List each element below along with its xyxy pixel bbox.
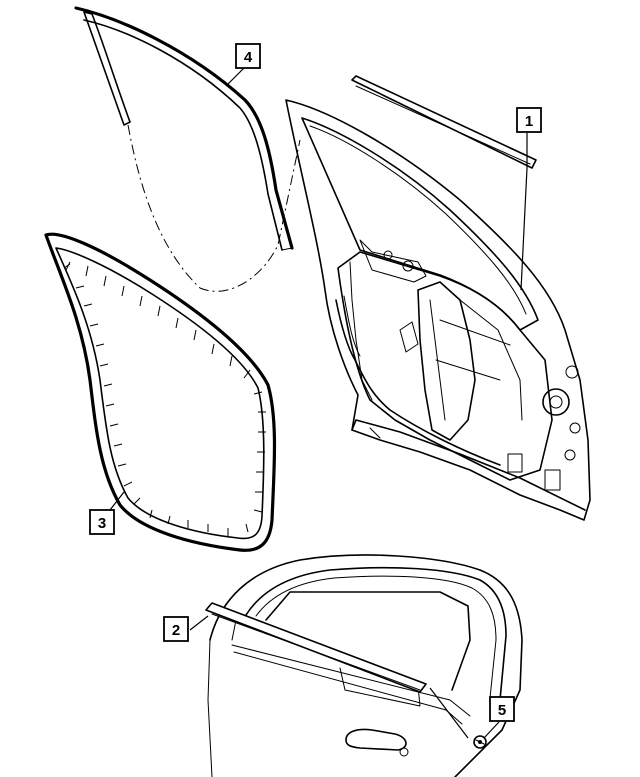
seal-clip-tick (103, 275, 107, 287)
door-shell (285, 99, 591, 521)
callout-4: 4 (235, 43, 261, 69)
seal-clip-tick (105, 403, 115, 407)
seal-clip-tick (89, 323, 99, 327)
door-window-opening (301, 117, 539, 331)
callout-3-label: 3 (98, 515, 106, 532)
part-5-clip (473, 735, 487, 749)
callout-1-label: 1 (525, 113, 533, 130)
seal-clips (63, 261, 266, 536)
seal-clip-tick (103, 383, 113, 387)
door-window-frame (245, 566, 507, 701)
seal-clip-tick (175, 317, 179, 329)
seal-clip-tick (253, 509, 263, 513)
belt-strip-1 (351, 75, 537, 169)
part-2-belt-weatherstrip-outer (205, 602, 427, 693)
door-inner-panel (337, 251, 553, 481)
leader-5 (483, 721, 500, 739)
channel-front-leg (83, 11, 131, 126)
seal-clip-tick (123, 481, 133, 487)
seal-clip-tick (63, 263, 71, 269)
door-outer-skin (209, 554, 523, 777)
seal-inner (55, 247, 265, 540)
door-handle (345, 728, 407, 751)
seal-clip-tick (85, 265, 89, 277)
seal-clip-tick (113, 443, 123, 447)
seal-clip-tick (243, 369, 251, 379)
leader-3 (109, 491, 125, 511)
leader-1b (520, 167, 528, 291)
callout-4-label: 4 (244, 49, 253, 66)
seal-clip-tick (157, 305, 161, 317)
seal-clip-tick (253, 391, 263, 395)
leader-2 (189, 615, 209, 631)
seal-clip-tick (95, 343, 105, 347)
belt-strip-2 (205, 602, 427, 693)
seal-clip-tick (245, 523, 249, 533)
part-3-door-seal (44, 232, 277, 552)
callout-5-label: 5 (498, 702, 506, 719)
seal-clip-tick (121, 285, 125, 297)
seal-clip-tick (211, 343, 215, 355)
seal-clip-tick (65, 261, 71, 271)
part-4-glass-run-channel (74, 6, 301, 292)
door-frame-outer (285, 99, 591, 521)
part-1-belt-weatherstrip-inner (351, 75, 537, 169)
door-exterior (207, 554, 523, 777)
callout-2: 2 (163, 616, 189, 642)
window-regulator (417, 281, 476, 441)
seal-clip-tick (167, 515, 171, 525)
leader-4 (227, 67, 245, 85)
callout-3: 3 (89, 509, 115, 535)
seal-clip-tick (193, 329, 197, 341)
seal-clip-tick (139, 295, 143, 307)
callout-1: 1 (516, 107, 542, 133)
seal-clip-tick (133, 497, 141, 505)
seal-clip-tick (229, 355, 233, 367)
seal-outer (44, 232, 277, 552)
seal-clip-tick (109, 423, 119, 427)
callout-5: 5 (489, 696, 515, 722)
speaker-opening (542, 388, 570, 416)
seal-clip-tick (117, 463, 127, 467)
seal-clip-tick (83, 303, 93, 307)
seal-clip-tick (99, 363, 109, 367)
leader-lines (109, 67, 528, 739)
channel-outer (74, 6, 294, 250)
seal-clip-tick (75, 285, 85, 289)
glass-outline (127, 124, 301, 292)
wiring-harness (335, 299, 501, 466)
callout-2-label: 2 (172, 622, 180, 639)
seal-clip-tick (149, 509, 153, 519)
channel-inner (83, 19, 283, 251)
